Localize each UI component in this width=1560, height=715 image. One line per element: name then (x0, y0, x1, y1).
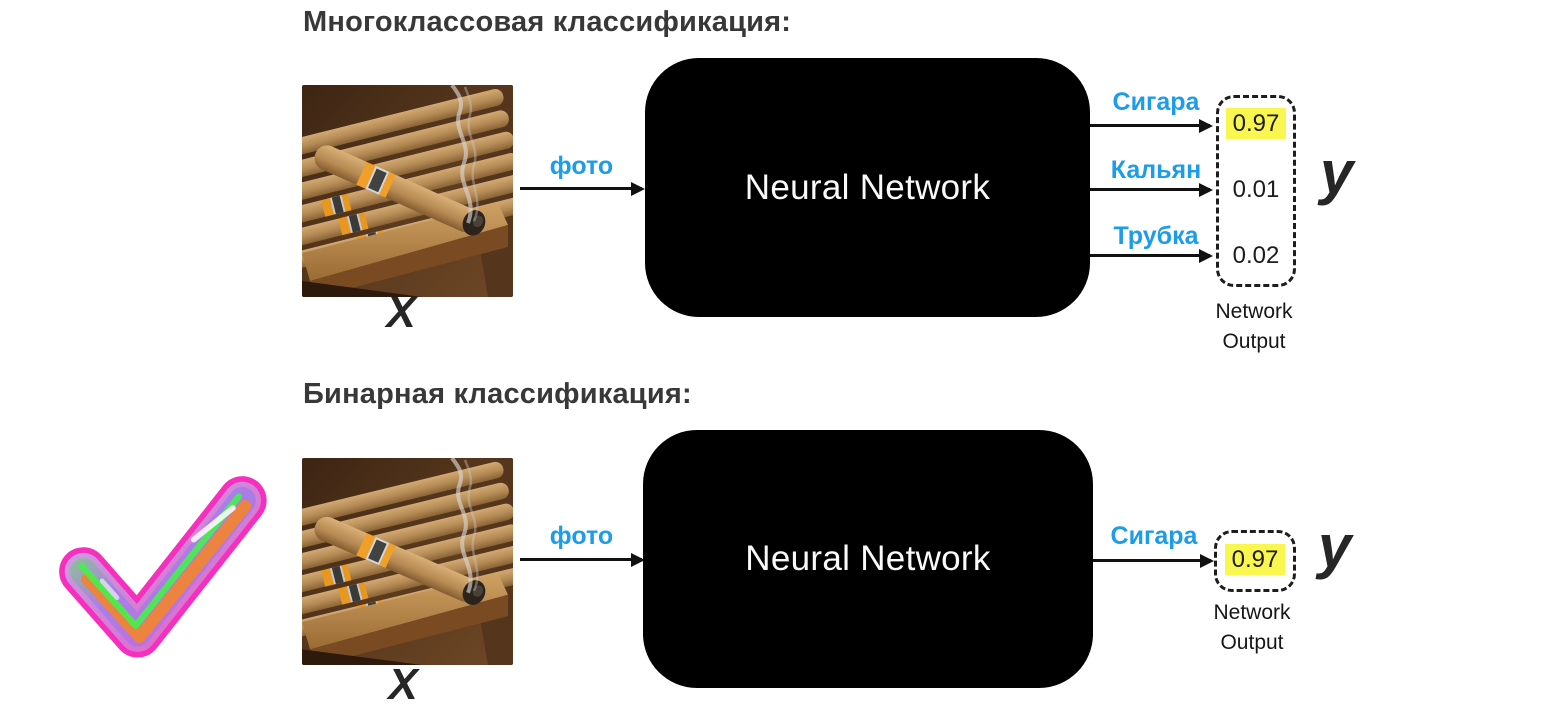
caption-line2: Output (1222, 330, 1286, 353)
checkmark-3d-icon (50, 450, 272, 665)
output-value: 0.97 (1214, 544, 1296, 575)
neural-network-box: Neural Network (643, 430, 1093, 688)
photo-arrow-label: фото (549, 152, 614, 180)
output-label-sigara: Сигара (1112, 88, 1200, 116)
output-label-kalyan: Кальян (1110, 156, 1202, 184)
network-output-caption: Network Output (1200, 297, 1308, 357)
caption-line1: Network (1213, 601, 1291, 624)
caption-line1: Network (1215, 300, 1293, 323)
input-arrow (520, 558, 642, 561)
photo-arrow-label: фото (549, 522, 614, 550)
output-symbol-y: y (1320, 139, 1354, 206)
neural-network-label: Neural Network (745, 539, 991, 578)
neural-network-label: Neural Network (744, 167, 991, 207)
output-arrow-2 (1090, 188, 1210, 191)
neural-network-box: Neural Network (645, 58, 1090, 317)
network-output-caption: Network Output (1198, 598, 1306, 658)
output-label-trubka: Трубка (1113, 222, 1199, 250)
network-output-box (1216, 95, 1296, 287)
cigar-photo-illustration (302, 458, 513, 665)
output-label-sigara: Сигара (1110, 522, 1198, 550)
multiclass-section-title: Многоклассовая классификация: (303, 6, 792, 38)
output-value-2: 0.01 (1232, 176, 1280, 203)
input-symbol-x: X (386, 288, 416, 337)
caption-line2: Output (1220, 631, 1284, 654)
cigar-photo-illustration (302, 85, 513, 297)
cigar-photo (302, 458, 513, 665)
network-output-box (1214, 530, 1296, 592)
cigar-photo (302, 85, 513, 297)
output-arrow-3 (1090, 254, 1210, 257)
input-symbol-x: X (388, 660, 418, 709)
highlighted-value: 0.97 (1224, 544, 1286, 575)
output-arrow (1093, 559, 1211, 562)
output-value-1: 0.97 (1216, 108, 1296, 139)
output-arrow-1 (1090, 124, 1210, 127)
output-value-3: 0.02 (1232, 242, 1280, 269)
highlighted-value: 0.97 (1225, 108, 1287, 139)
output-symbol-y: y (1318, 513, 1352, 580)
input-arrow (520, 187, 642, 190)
binary-section-title: Бинарная классификация: (303, 378, 692, 410)
